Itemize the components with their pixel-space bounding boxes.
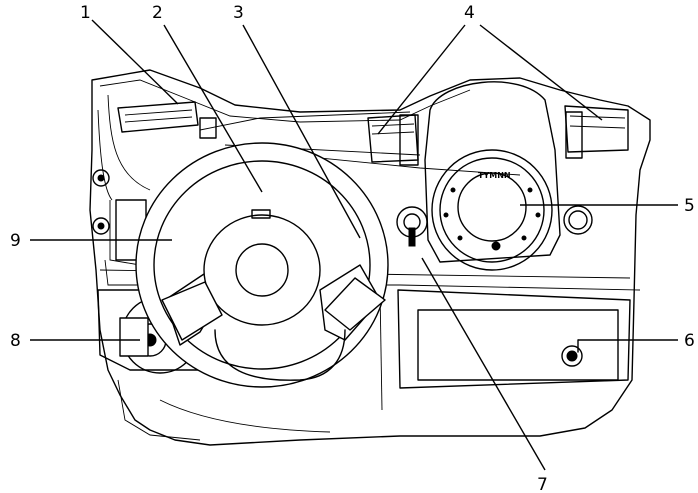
callout-9: 9 (10, 231, 21, 251)
center-air-vent (367, 114, 419, 166)
leader-1 (91, 19, 179, 105)
toggle-switch (561, 339, 583, 367)
leader-2 (163, 24, 263, 193)
callout-5: 5 (684, 196, 695, 216)
instrument-cluster-gauge: TYMNN (424, 81, 593, 271)
leader-3 (242, 24, 361, 239)
leader-lines (30, 19, 678, 471)
lower-right-panel (379, 289, 631, 411)
steering-wheel (135, 142, 389, 388)
callout-4: 4 (464, 3, 475, 23)
right-air-vent (564, 105, 629, 159)
callout-numbers: 1 2 3 4 5 6 7 8 9 (10, 3, 695, 493)
ignition-switch (396, 206, 428, 247)
left-air-vent (117, 101, 217, 139)
callout-8: 8 (10, 331, 21, 351)
callout-6: 6 (684, 331, 695, 351)
gauge-brand-text: TYMNN (478, 171, 511, 180)
callout-1: 1 (80, 3, 91, 23)
callout-3: 3 (233, 3, 244, 23)
callout-2: 2 (152, 3, 163, 23)
leader-4b (479, 24, 603, 121)
leader-4a (377, 24, 466, 135)
callout-7: 7 (537, 475, 548, 493)
leader-7 (421, 257, 546, 471)
